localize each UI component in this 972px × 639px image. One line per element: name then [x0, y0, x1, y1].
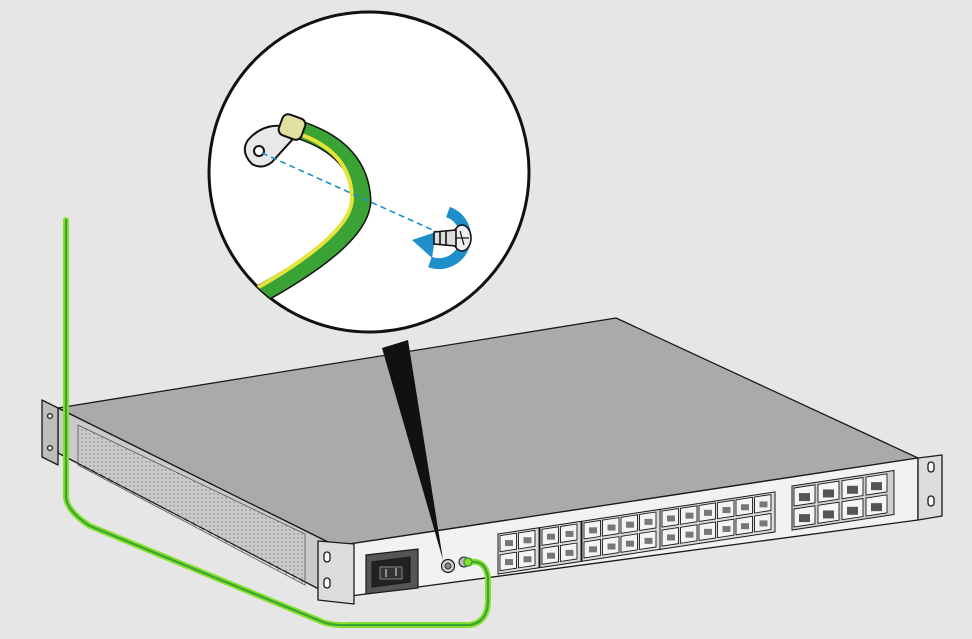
sfp-port-latch [644, 537, 653, 544]
rj45-port-opening [799, 493, 810, 502]
rj45-port-opening [847, 485, 858, 494]
sfp-port-latch [685, 531, 694, 538]
sfp-port-latch [741, 504, 749, 511]
sfp-port-latch [607, 543, 616, 550]
rj45-port-opening [871, 503, 882, 512]
rj45-port-opening [823, 489, 834, 498]
power-inlet [365, 548, 419, 595]
sfp-port-latch [523, 556, 532, 563]
left-rack-ear [41, 399, 59, 466]
sfp-port-latch [704, 528, 712, 535]
sfp-port-latch [626, 540, 634, 547]
ring-lug [243, 113, 307, 168]
detail-callout [207, 10, 531, 334]
sfp-port-latch [505, 559, 513, 566]
sfp-port-latch [722, 507, 731, 514]
sfp-port-latch [644, 518, 653, 525]
sfp-port-latch [607, 524, 616, 531]
alignment-line [261, 152, 447, 237]
sfp-port-latch [759, 501, 768, 508]
sfp-port-latch [759, 520, 768, 527]
ground-cable [63, 217, 491, 629]
sfp-port-latch [565, 549, 574, 556]
right-rack-ear [917, 454, 943, 521]
screw-icon [433, 224, 472, 252]
sfp-port-latch [722, 526, 731, 533]
sfp-port-groups [497, 491, 776, 575]
rj45-port-opening [799, 514, 810, 523]
sfp-port-latch [547, 533, 555, 540]
side-vent-panel [77, 424, 306, 586]
sfp-port-latch [667, 515, 675, 522]
rj45-port-opening [823, 510, 834, 519]
ground-screw [440, 556, 470, 574]
sfp-port-latch [589, 527, 597, 534]
sfp-port-latch [667, 534, 675, 541]
sfp-port-latch [685, 512, 694, 519]
rj45-port-opening [871, 482, 882, 491]
rj45-port-opening [847, 506, 858, 515]
sfp-port-latch [626, 521, 634, 528]
sfp-port-latch [565, 530, 574, 537]
sfp-port-latch [505, 540, 513, 547]
sfp-port-latch [704, 509, 712, 516]
sfp-port-latch [523, 537, 532, 544]
sfp-port-latch [741, 523, 749, 530]
rj45-port-block [791, 469, 895, 531]
switch-chassis [41, 317, 943, 605]
sfp-port-latch [547, 552, 555, 559]
front-left-rack-ear [317, 540, 355, 605]
sfp-port-latch [589, 546, 597, 553]
callout-pointer [382, 340, 443, 560]
